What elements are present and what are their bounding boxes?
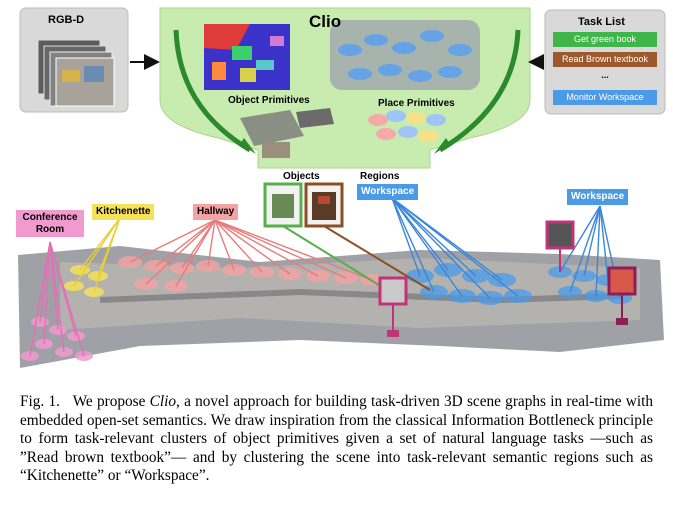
workspace-right-tag: Workspace xyxy=(567,189,629,205)
task-item-green-book: Get green book xyxy=(553,32,657,47)
figure-caption: Fig. 1. We propose Clio, a novel approac… xyxy=(20,393,653,486)
task-list-title: Task List xyxy=(578,16,625,28)
kitchenette-region xyxy=(64,217,121,297)
task-item-brown-textbook: Read Brown textbook xyxy=(553,52,657,67)
object-primitives-image xyxy=(240,108,334,158)
scene-mesh xyxy=(18,246,664,368)
place-primitives-image xyxy=(368,110,446,142)
caption-text-start: We propose xyxy=(72,393,150,410)
workspace-center-region xyxy=(391,197,532,305)
segmentation-image xyxy=(204,24,290,90)
kitchenette-tag: Kitchenette xyxy=(92,204,155,220)
scene-mesh-thumbnail xyxy=(330,20,480,90)
regions-label: Regions xyxy=(360,171,400,182)
workspace-center-tag: Workspace xyxy=(357,184,419,200)
workspace-right-region xyxy=(548,205,632,304)
figure: RGB-D Clio Object Primitives Place Primi… xyxy=(16,7,666,368)
caption-emphasis: Clio xyxy=(149,393,176,410)
conference-room-region xyxy=(21,241,93,361)
caption-text-end: , a novel approach for building task-dri… xyxy=(20,393,653,485)
rgbd-panel xyxy=(19,7,129,113)
object-primitives-label: Object Primitives xyxy=(228,95,310,106)
task-item-ellipsis: ... xyxy=(601,70,609,80)
object-thumbnails-magenta xyxy=(378,220,637,337)
conference-room-tag: Conference Room xyxy=(16,210,84,237)
hallway-region xyxy=(118,219,384,292)
clio-title: Clio xyxy=(309,12,342,31)
place-primitives-label: Place Primitives xyxy=(378,98,455,109)
rgbd-label: RGB-D xyxy=(48,14,85,26)
figure-graphic xyxy=(18,7,666,368)
task-item-monitor-workspace: Monitor Workspace xyxy=(553,90,657,105)
hallway-tag: Hallway xyxy=(193,204,239,220)
objects-label: Objects xyxy=(283,171,320,182)
caption-prefix: Fig. 1. xyxy=(20,393,60,410)
